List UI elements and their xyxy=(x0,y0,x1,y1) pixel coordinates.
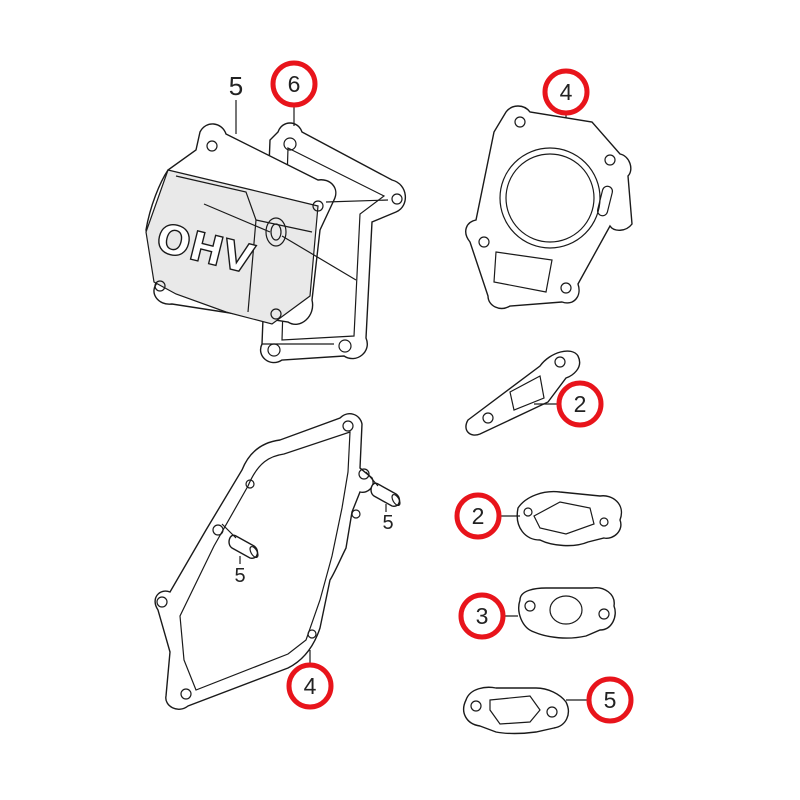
dowel-pin-upper xyxy=(365,471,401,512)
valve-cover: OHV xyxy=(145,123,337,325)
callout-carburetor-gasket: 2 xyxy=(454,492,502,540)
callout-manifold-gasket-number: 2 xyxy=(574,391,587,417)
callout-head-gasket: 4 xyxy=(542,68,590,116)
dowel-pin-lower xyxy=(221,523,259,564)
callout-cover-gasket: 6 xyxy=(270,60,318,108)
callout-manifold-gasket: 2 xyxy=(556,380,604,428)
dowel-pin-lower-number: 5 xyxy=(234,565,245,587)
dowel-pin-upper-number: 5 xyxy=(382,512,393,534)
callout-insulator-gasket-number: 3 xyxy=(476,603,489,629)
callout-crankcase-gasket-number: 4 xyxy=(304,673,317,699)
callout-crankcase-gasket: 4 xyxy=(286,662,334,710)
insulator-gasket xyxy=(518,587,616,639)
callout-cover-gasket-number: 6 xyxy=(288,71,301,97)
crankcase-cover-gasket xyxy=(154,413,374,710)
callout-carburetor-gasket-number: 2 xyxy=(472,503,485,529)
carburetor-gasket xyxy=(516,490,623,547)
callout-insulator-gasket: 3 xyxy=(458,592,506,640)
callout-muffler-gasket-number: 5 xyxy=(604,687,617,713)
callout-muffler-gasket: 5 xyxy=(586,676,634,724)
muffler-gasket xyxy=(462,686,570,735)
cover-part-number: 5 xyxy=(229,71,243,101)
intake-manifold-gasket xyxy=(465,350,581,436)
cylinder-head-gasket xyxy=(465,105,633,310)
callout-head-gasket-number: 4 xyxy=(560,79,573,105)
